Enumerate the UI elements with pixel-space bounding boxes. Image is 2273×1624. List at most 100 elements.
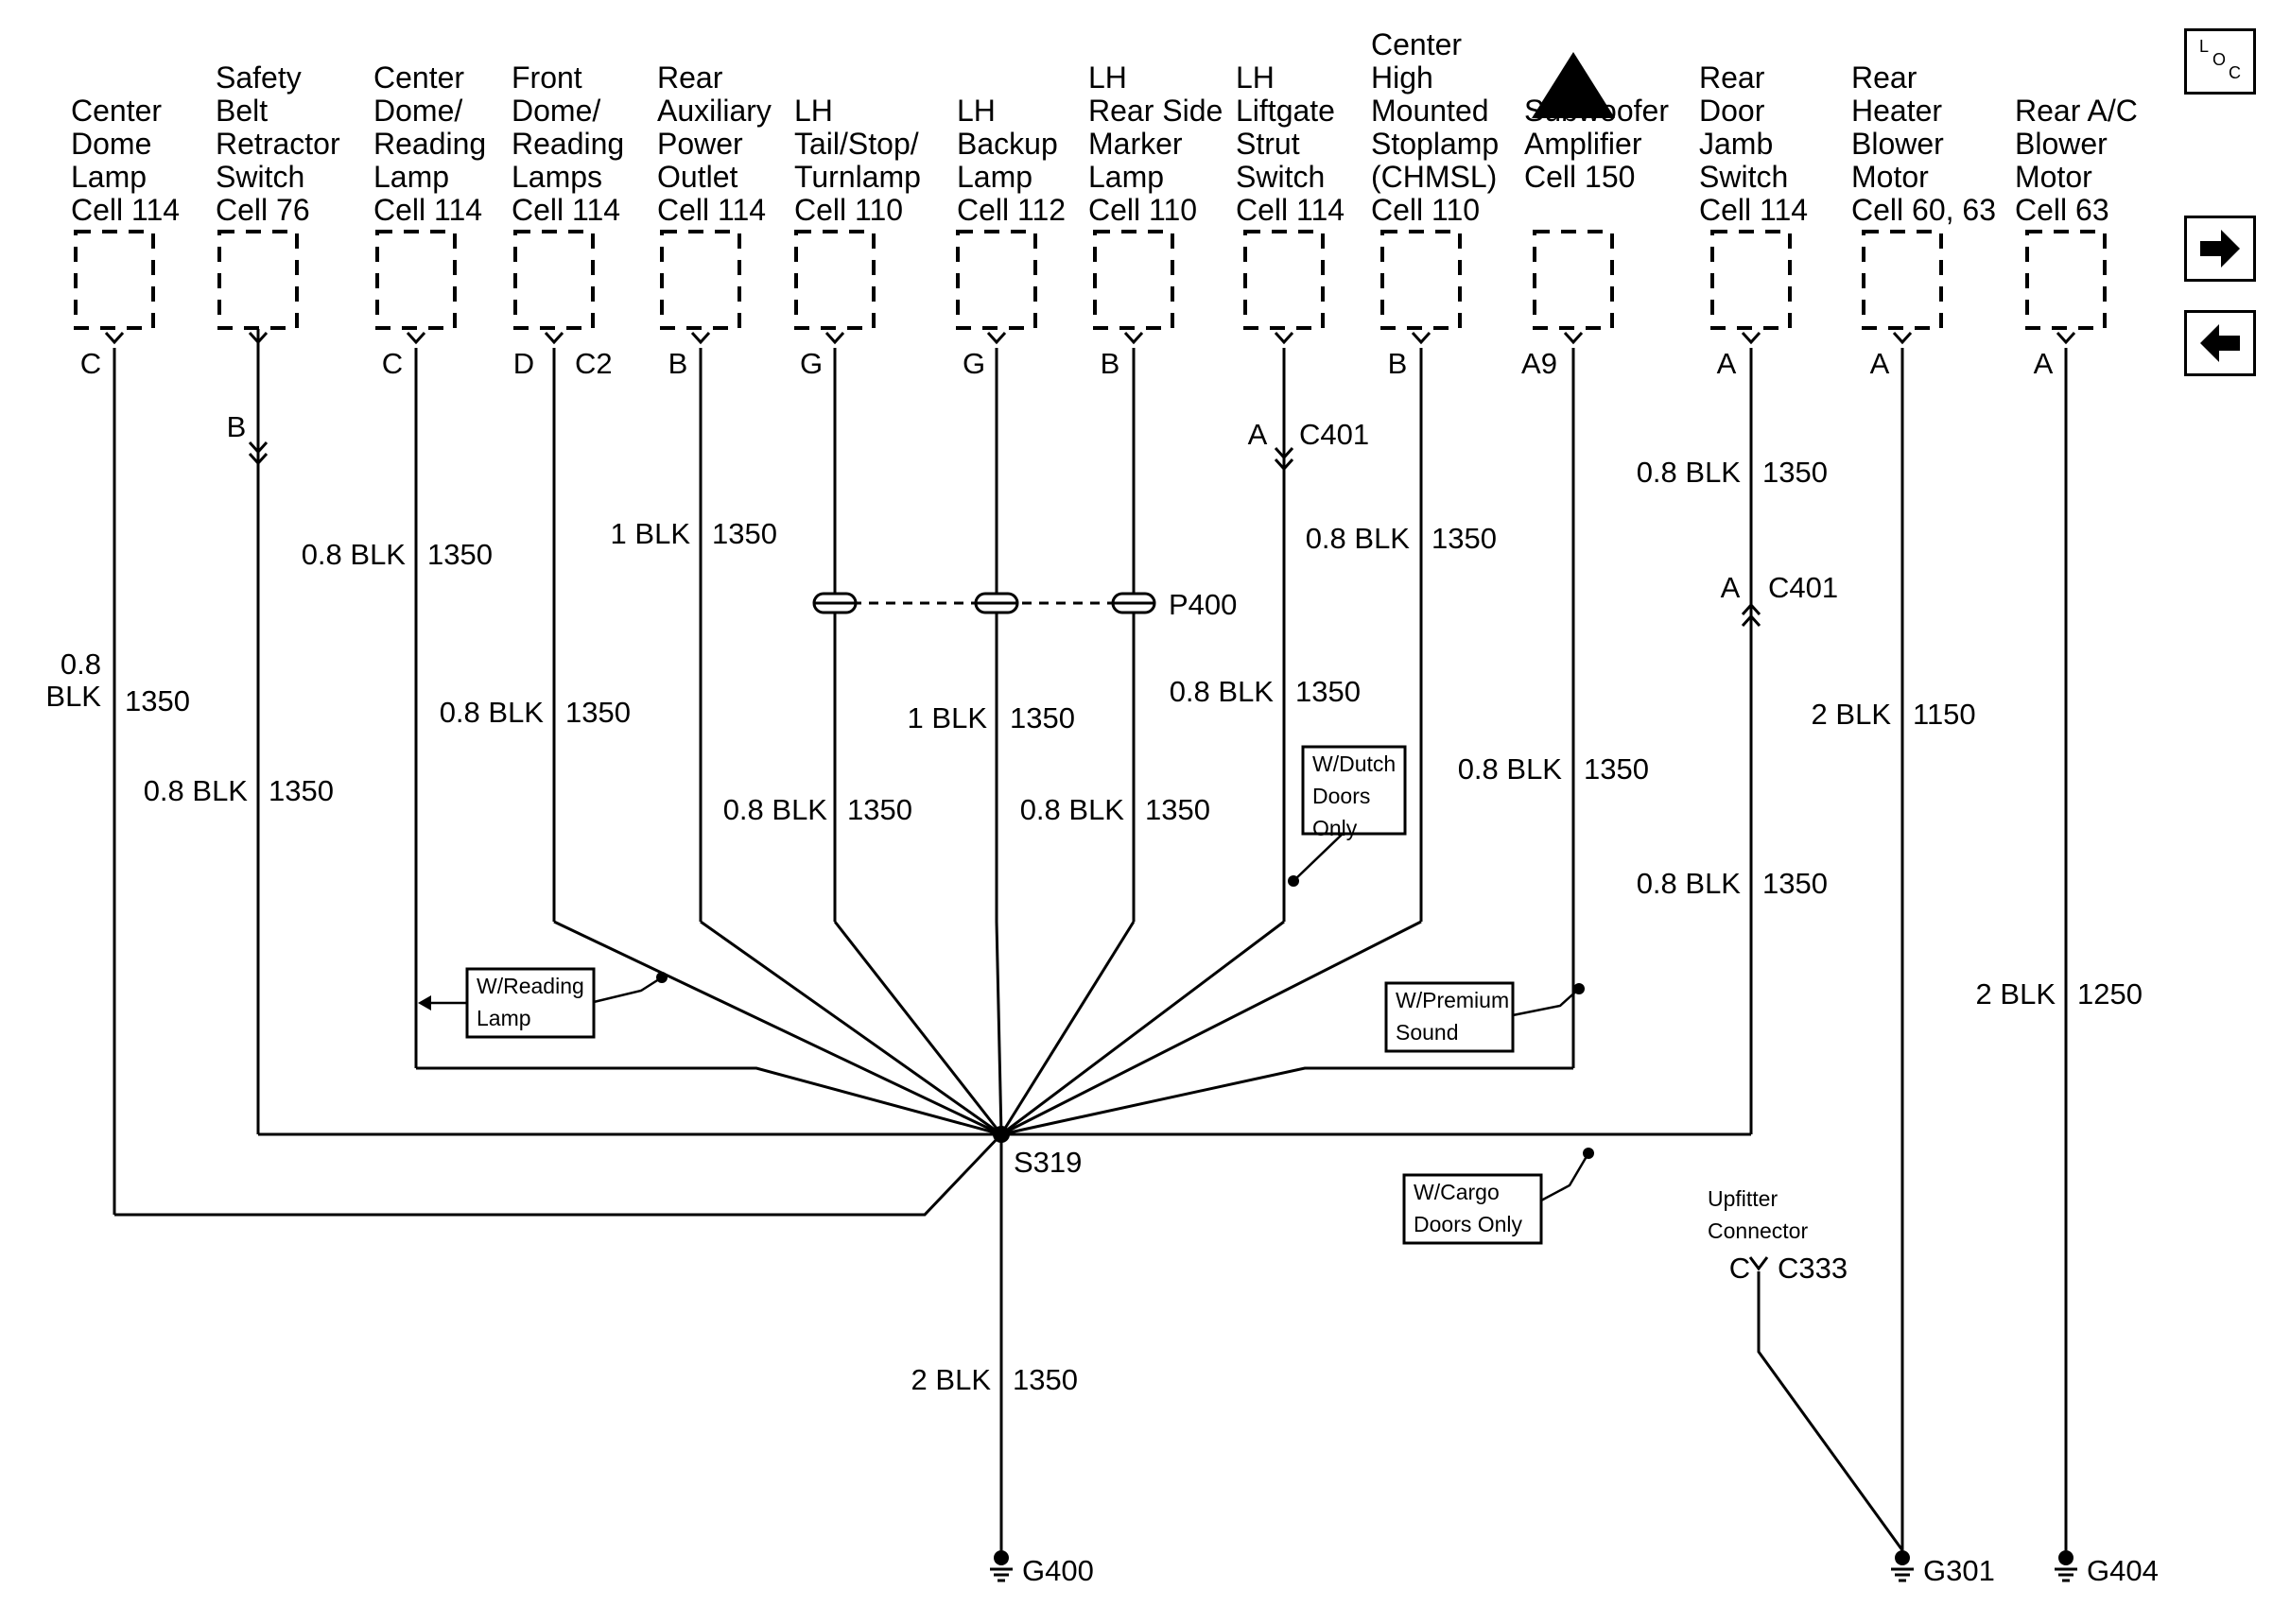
wire-subwoofer-size: 0.8 BLK (1458, 752, 1563, 786)
wire-subwoofer-circuit: 1350 (1584, 752, 1649, 786)
lh-rear-side-marker-lamp-pin: B (1101, 347, 1120, 380)
lh-liftgate-strut-switch-terminal (1274, 331, 1294, 345)
center-dome-reading-lamp-terminal (406, 331, 426, 345)
rear-heater-blower-motor-terminal (1892, 331, 1913, 345)
note-premium-sound-arrow (1512, 988, 1580, 1017)
note-reading-lamp-box (465, 967, 596, 1039)
rear-auxiliary-power-outlet-terminal (690, 331, 711, 345)
rear-auxiliary-power-outlet-name: Rear Auxiliary Power Outlet Cell 114 (657, 60, 772, 227)
chmsl-terminal (1411, 331, 1431, 345)
wire-chmsl-circuit: 1350 (1431, 522, 1497, 555)
svg-text:L: L (2199, 37, 2209, 56)
center-dome-reading-lamp-name: Center Dome/ Reading Lamp Cell 114 (373, 60, 487, 227)
lh-rear-side-marker-lamp-name: LH Rear Side Marker Lamp Cell 110 (1088, 60, 1223, 227)
rear-auxiliary-power-outlet-box (660, 230, 741, 330)
wire-door-jamb-bottom-circuit: 1350 (1762, 867, 1828, 900)
rear-heater-blower-motor-name: Rear Heater Blower Motor Cell 60, 63 (1851, 60, 1996, 227)
loc-icon: L O C (2187, 31, 2253, 92)
wire-door-jamb-top-circuit: 1350 (1762, 456, 1828, 489)
lh-liftgate-strut-switch-name: LH Liftgate Strut Switch Cell 114 (1236, 60, 1345, 227)
subwoofer-amplifier-name: Subwoofer Amplifier Cell 150 (1524, 94, 1669, 194)
ground-G400-node (994, 1550, 1009, 1565)
svg-text:O: O (2212, 50, 2226, 69)
lh-tail-stop-turnlamp-terminal (824, 331, 845, 345)
chmsl-box (1380, 230, 1462, 330)
note-dutch-doors-box (1301, 745, 1407, 836)
c401-liftgate-bottom (1274, 458, 1294, 472)
front-dome-reading-lamps-box (513, 230, 595, 330)
wire-door-jamb-top-size: 0.8 BLK (1637, 456, 1742, 489)
safety-belt-retractor-switch-name: Safety Belt Retractor Switch Cell 76 (216, 60, 340, 227)
c333-terminal (1748, 1256, 1769, 1271)
c333-name: C333 (1778, 1252, 1848, 1285)
wire-side-marker-circuit: 1350 (1145, 793, 1210, 826)
wire-chmsl-size: 0.8 BLK (1306, 522, 1411, 555)
c401-liftgate-pin: A (1248, 418, 1268, 451)
chmsl-pin: B (1388, 347, 1408, 380)
lh-liftgate-strut-switch-box (1243, 230, 1325, 330)
note-premium-sound-box (1384, 981, 1515, 1053)
wire-tail-stop-size: 0.8 BLK (723, 793, 828, 826)
note-reading-lamp-arrow (593, 976, 663, 1004)
rear-ac-blower-motor-pin: A (2034, 347, 2054, 380)
note-cargo-doors-arrowhead (1583, 1148, 1594, 1159)
rear-door-jamb-switch-pin: A (1717, 347, 1737, 380)
wire-safety-belt-size: 0.8 BLK (144, 774, 249, 807)
rear-ac-blower-motor-terminal (2056, 331, 2076, 345)
p400-label: P400 (1169, 588, 1237, 621)
rear-door-jamb-switch-terminal (1741, 331, 1761, 345)
subwoofer-amplifier-terminal (1563, 331, 1584, 345)
front-dome-reading-lamps-terminal (544, 331, 564, 345)
wire-liftgate-size: 0.8 BLK (1170, 675, 1275, 708)
chmsl-name: Center High Mounted Stoplamp (CHMSL) Cel… (1371, 27, 1500, 227)
lh-backup-lamp-name: LH Backup Lamp Cell 112 (957, 94, 1067, 227)
wire-center-dome-reading-size: 0.8 BLK (302, 538, 407, 571)
rear-ac-blower-motor-name: Rear A/C Blower Motor Cell 63 (2015, 94, 2138, 227)
wire-front-dome-circuit: 1350 (565, 696, 631, 729)
front-dome-reading-lamps-connector: C2 (575, 347, 613, 380)
wire-ground-g400-size: 2 BLK (911, 1363, 992, 1396)
c401-door-bottom (1741, 613, 1761, 628)
components-layer (74, 230, 2107, 330)
esd-warning-icon (1532, 52, 1615, 118)
subwoofer-amplifier-box (1533, 230, 1614, 330)
note-cargo-doors-box (1402, 1173, 1543, 1245)
center-dome-lamp-name: Center Dome Lamp Cell 114 (71, 94, 181, 227)
rear-auxiliary-power-outlet-pin: B (668, 347, 688, 380)
lh-rear-side-marker-lamp-box (1093, 230, 1174, 330)
ground-G400-label: G400 (1022, 1554, 1094, 1587)
ground-G301-node (1895, 1550, 1910, 1565)
c401-door-top (1741, 602, 1761, 616)
prev-page-button[interactable] (2184, 310, 2256, 376)
note-cargo-doors-arrow (1540, 1152, 1590, 1202)
center-dome-lamp-terminal (104, 331, 125, 345)
center-dome-lamp-pin: C (80, 347, 101, 380)
rear-ac-blower-motor-box (2025, 230, 2107, 330)
center-dome-reading-lamp-pin: C (382, 347, 403, 380)
wire-tail-stop-circuit: 1350 (847, 793, 912, 826)
safety-belt-retractor-switch-terminal (248, 331, 269, 345)
wire-ac-blower-circuit: 1250 (2077, 977, 2143, 1011)
loc-button[interactable]: L O C (2184, 28, 2256, 95)
wire-ground-g400-circuit: 1350 (1013, 1363, 1078, 1396)
wire-front-dome-size: 0.8 BLK (440, 696, 545, 729)
c401-liftgate-top (1274, 446, 1294, 460)
center-dome-reading-lamp-box (375, 230, 457, 330)
wire-door-jamb-bottom-size: 0.8 BLK (1637, 867, 1742, 900)
c401-liftgate-name: C401 (1299, 418, 1369, 451)
lh-rear-side-marker-lamp-terminal (1123, 331, 1144, 345)
next-page-button[interactable] (2184, 216, 2256, 282)
rear-heater-blower-motor-pin: A (1870, 347, 1890, 380)
lh-tail-stop-turnlamp-name: LH Tail/Stop/ Turnlamp Cell 110 (794, 94, 921, 227)
center-dome-lamp-box (74, 230, 155, 330)
lh-tail-stop-turnlamp-pin: G (800, 347, 823, 380)
rear-door-jamb-switch-box (1710, 230, 1792, 330)
c401-door-pin: A (1721, 571, 1741, 604)
inline-connector-b-pin: B (227, 410, 247, 443)
